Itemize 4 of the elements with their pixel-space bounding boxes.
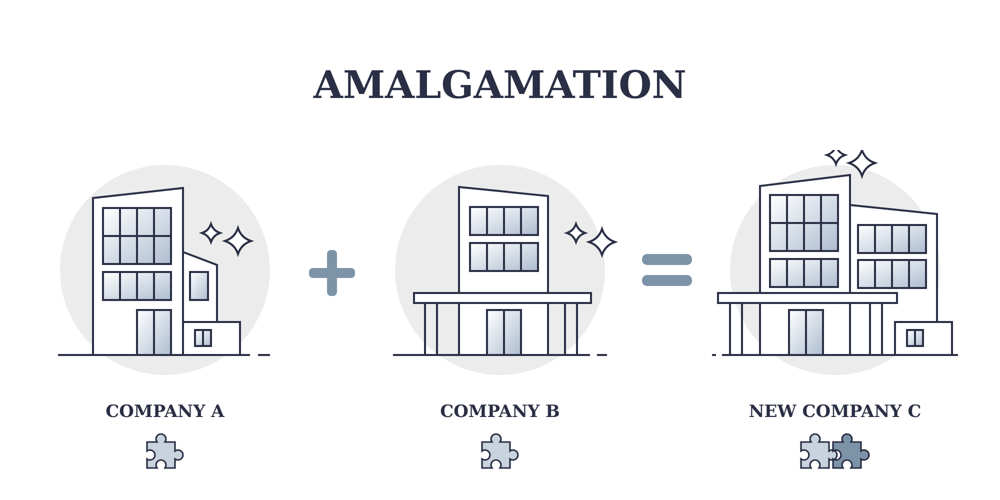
title: AMALGAMATION: [312, 62, 688, 107]
company-label: COMPANY B: [439, 402, 561, 422]
company-label: NEW COMPANY C: [748, 402, 922, 422]
company-label: COMPANY A: [104, 402, 226, 422]
